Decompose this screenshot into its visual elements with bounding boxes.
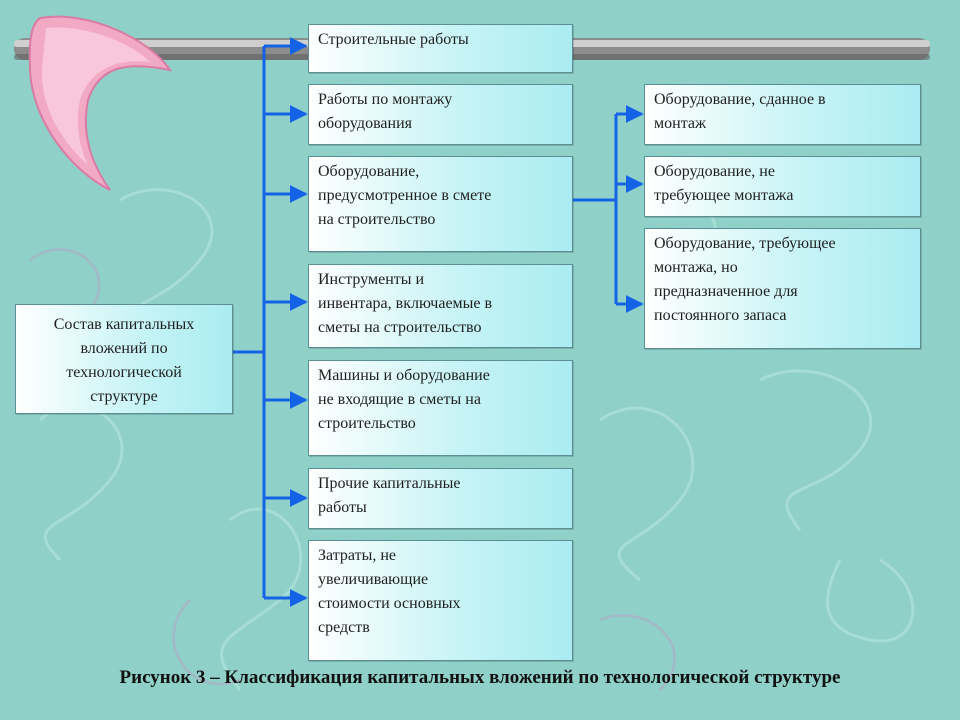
root-node: Состав капитальных вложений по технологи… <box>15 304 233 414</box>
category-node-other-capital-works: Прочие капитальные работы <box>308 468 573 529</box>
category-node-equipment-in-estimate: Оборудование, предусмотренное в смете на… <box>308 156 573 252</box>
figure-caption: Рисунок 3 – Классификация капитальных вл… <box>119 667 841 688</box>
subtype-node-equipment-no-installation: Оборудование, не требующее монтажа <box>644 156 921 217</box>
subtype-node-equipment-handed-over: Оборудование, сданное в монтаж <box>644 84 921 145</box>
category-node-machines-not-in-estimate: Машины и оборудование не входящие в смет… <box>308 360 573 456</box>
category-node-installation-works: Работы по монтажу оборудования <box>308 84 573 145</box>
category-node-non-increasing-costs: Затраты, не увеличивающие стоимости осно… <box>308 540 573 661</box>
subtype-node-equipment-reserve: Оборудование, требующее монтажа, но пред… <box>644 228 921 349</box>
category-node-construction-works: Строительные работы <box>308 24 573 73</box>
category-node-tools-inventory: Инструменты и инвентара, включаемые в см… <box>308 264 573 348</box>
